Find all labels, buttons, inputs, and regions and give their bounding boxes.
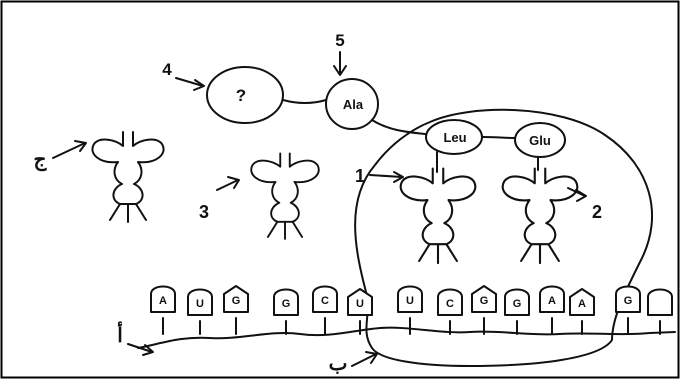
trna-body (501, 167, 579, 246)
arrow-1-head (393, 171, 404, 183)
nucleotide-letter: G (232, 295, 241, 307)
arrow-4-head (193, 79, 205, 91)
trna-anticodon-legs (520, 243, 560, 265)
arrow-alif (127, 343, 153, 353)
trna-anticodon-legs (266, 220, 304, 240)
nucleotide: G (273, 288, 299, 335)
peptide-bond-3 (481, 136, 517, 139)
label-4: 4 (162, 60, 172, 79)
nucleotide: G (504, 288, 530, 335)
arrow-alif-head (142, 344, 154, 356)
trna-molecules (91, 131, 579, 265)
nucleotide-letter: G (282, 298, 291, 310)
trna-body (399, 167, 477, 246)
label-1: 1 (355, 166, 365, 186)
ala-label: Ala (343, 97, 364, 112)
arrow-3-head (227, 176, 240, 189)
label-2: 2 (592, 202, 602, 222)
label-5: 5 (335, 31, 344, 50)
trna-1 (399, 167, 477, 265)
nucleotide-letter: A (578, 298, 586, 310)
nucleotide-shape (187, 288, 213, 316)
trna-anticodon-legs (418, 243, 458, 265)
nucleotide-letter: G (480, 295, 489, 307)
arrow-jeem-head (74, 140, 87, 152)
label-ba: ب (329, 353, 348, 375)
nucleotide-letter: U (406, 295, 414, 307)
arrow-ba-head (365, 351, 378, 364)
amino-acid-ala (325, 78, 379, 130)
nucleotide-letter: C (321, 295, 329, 307)
nucleotide-shape (539, 285, 565, 313)
nucleotide: U (347, 288, 373, 335)
leu-label: Leu (443, 130, 466, 145)
arrow-5-head (333, 65, 347, 76)
nucleotide-shape (150, 285, 176, 313)
arrow-ba (351, 353, 377, 367)
trna-body (91, 131, 165, 205)
nucleotide-shape (397, 285, 423, 313)
nucleotide-shape (615, 285, 641, 313)
nucleotide: A (569, 288, 595, 335)
nucleotide: G (223, 285, 249, 335)
label-3: 3 (199, 202, 209, 222)
nucleotide: U (187, 288, 213, 335)
arrow-4 (175, 77, 204, 87)
unknown-amino-acid-label: ? (236, 86, 246, 105)
label-alif: أ (117, 321, 123, 347)
nucleotide-letter: G (624, 295, 633, 307)
trna-jeem (91, 131, 165, 223)
arrow-2-head (575, 189, 587, 202)
nucleotide-shape (273, 288, 299, 316)
nucleotide: C (312, 285, 338, 335)
nucleotide (647, 288, 673, 335)
nucleotide-shape (437, 288, 463, 316)
amino-acid-unknown (206, 66, 284, 124)
peptide-bond-2 (371, 119, 426, 135)
nucleotide-letter: A (548, 295, 556, 307)
nucleotide-shape (569, 288, 595, 316)
amino-acid-glu (514, 122, 566, 158)
nucleotide-letter: A (159, 295, 167, 307)
nucleotide: A (539, 285, 565, 335)
nucleotide-shape (647, 288, 673, 316)
nucleotide: U (397, 285, 423, 335)
nucleotide-letter: U (196, 298, 204, 310)
nucleotide-shape (504, 288, 530, 316)
nucleotide-letter: C (446, 298, 454, 310)
trna-body (250, 152, 320, 223)
trna-anticodon-legs (109, 203, 147, 223)
arrow-3 (216, 179, 239, 191)
nucleotide-shape (347, 288, 373, 316)
nucleotide-shape (223, 285, 249, 313)
trna-3 (250, 152, 320, 240)
nucleotide-shape (312, 285, 338, 313)
label-jeem: ج (34, 149, 48, 172)
arrow-1 (369, 174, 403, 178)
trna-2 (501, 167, 579, 265)
nucleotide: G (615, 285, 641, 335)
nucleotide: G (471, 285, 497, 335)
peptide-bond-1 (282, 99, 327, 104)
nucleotide: A (150, 285, 176, 335)
glu-label: Glu (529, 133, 551, 148)
mrna-strand (137, 326, 676, 349)
nucleotide-letter: G (513, 298, 522, 310)
nucleotide-shape (471, 285, 497, 313)
nucleotide: C (437, 288, 463, 335)
arrow-jeem (52, 142, 86, 159)
nucleotide-letter: U (356, 298, 364, 310)
ribosome-outline (354, 108, 654, 367)
